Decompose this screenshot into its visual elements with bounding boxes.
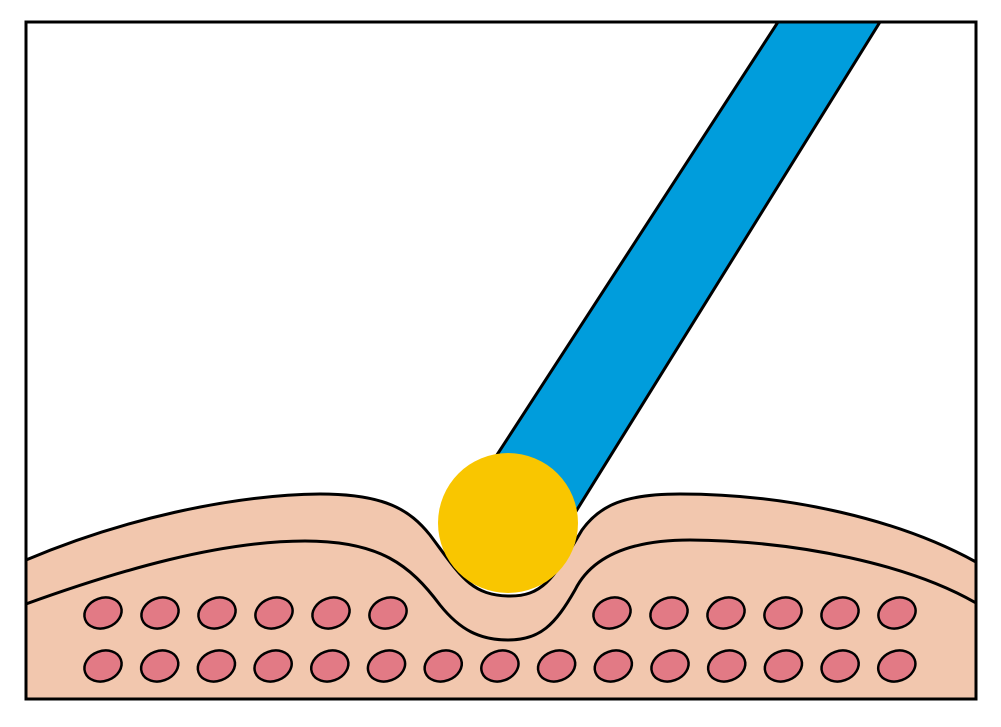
cell-row1-11 [820, 596, 860, 630]
cell-row2-10 [593, 649, 634, 683]
cell-row2-5 [309, 649, 350, 683]
cell-row2-2 [139, 649, 180, 683]
cell-row1-3 [197, 596, 237, 630]
probe-ball-tip [438, 453, 578, 593]
cell-row2-11 [650, 649, 690, 683]
cell-row1-1 [83, 596, 123, 630]
cell-row2-8 [480, 649, 520, 683]
cell-row1-10 [763, 596, 803, 630]
cell-row1-8 [649, 596, 689, 630]
tissue-inner-boundary [26, 538, 976, 642]
cell-row2-15 [876, 649, 917, 683]
cell-row1-7 [592, 596, 632, 630]
cell-row2-12 [706, 649, 747, 683]
cells-group [83, 596, 917, 683]
cell-row1-9 [706, 596, 746, 630]
cell-row2-4 [253, 649, 293, 683]
cell-row2-6 [366, 649, 407, 683]
cell-row2-3 [196, 649, 237, 683]
cell-row1-6 [368, 596, 408, 630]
cell-row1-12 [877, 596, 917, 630]
diagram-frame [24, 20, 978, 701]
cell-row2-14 [820, 649, 860, 683]
cell-row2-13 [763, 649, 804, 683]
cell-row1-5 [311, 596, 351, 630]
cell-row1-4 [254, 596, 294, 630]
cell-row1-2 [140, 596, 180, 630]
tissue-layer [26, 492, 976, 699]
cell-row2-7 [423, 649, 464, 683]
cell-row2-1 [83, 649, 123, 683]
cell-row2-9 [536, 649, 577, 683]
